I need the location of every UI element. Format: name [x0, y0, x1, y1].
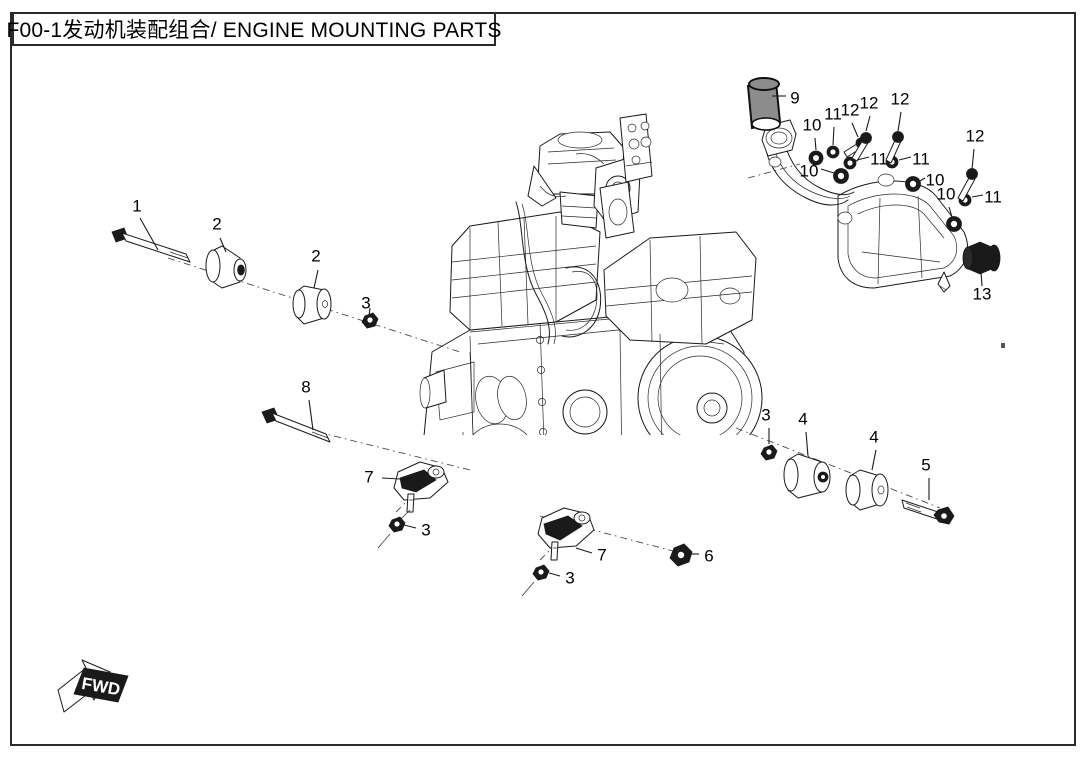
callout-number-6: 6	[704, 546, 713, 565]
callout-number-9: 9	[790, 88, 799, 107]
part-9-rubber-sleeve	[746, 77, 782, 131]
callout-number-13: 13	[973, 284, 992, 303]
callout-number-11: 11	[984, 187, 1002, 206]
callout-number-5: 5	[921, 455, 930, 474]
callout-number-11: 11	[912, 149, 930, 168]
callout-number-3: 3	[421, 520, 430, 539]
callout-number-8: 8	[301, 377, 310, 396]
part-12d-hex-flange-bolt-short	[957, 168, 978, 202]
callout-number-10: 10	[803, 115, 822, 134]
fwd-direction-marker: FWD	[57, 659, 129, 713]
part-6-flange-lock-nut	[669, 543, 693, 567]
part-11b-flange-nut	[843, 156, 857, 170]
callout-number-3: 3	[565, 568, 574, 587]
callout-number-12: 12	[860, 93, 879, 112]
callout-number-11: 11	[870, 149, 888, 168]
callout-number-12: 12	[891, 89, 910, 108]
part-12b-hex-flange-bolt-short	[851, 132, 872, 162]
callout-number-1: 1	[132, 196, 141, 215]
fastener-group-airbox	[746, 77, 1005, 348]
fastener-group-left	[111, 227, 379, 329]
part-10d-rubber-damper-washer	[946, 216, 962, 232]
callout-number-12: 12	[841, 100, 860, 119]
stray-mark	[1001, 343, 1005, 348]
callout-number-10: 10	[800, 161, 819, 180]
part-2a-rubber-mount-bushing	[205, 245, 247, 289]
fastener-group-right	[760, 444, 955, 525]
part-10c-rubber-damper-washer	[905, 176, 921, 192]
title-box: F00-1发动机装配组合/ ENGINE MOUNTING PARTS	[6, 12, 501, 46]
part-7a-engine-mount-bracket	[393, 461, 449, 513]
callout-leader-lines	[139, 95, 984, 577]
part-4a-rubber-mount-bushing	[783, 453, 831, 499]
callout-number-4: 4	[869, 427, 878, 446]
part-8-long-through-bolt	[261, 407, 331, 443]
part-12c-hex-flange-bolt-short	[885, 131, 904, 164]
callout-number-3: 3	[761, 405, 770, 424]
fastener-group-lower-left	[261, 407, 693, 597]
callout-number-7: 7	[364, 467, 373, 486]
part-3d-flange-lock-nut	[760, 444, 778, 461]
callout-number-3: 3	[361, 293, 370, 312]
callout-number-2: 2	[212, 214, 221, 233]
part-3c-flange-lock-nut	[532, 564, 550, 581]
page-title: F00-1发动机装配组合/ ENGINE MOUNTING PARTS	[6, 19, 502, 42]
callout-number-2: 2	[311, 246, 320, 265]
part-1-long-flange-bolt	[111, 227, 191, 263]
callout-number-12: 12	[966, 126, 985, 145]
part-2b-rubber-mount-bushing	[292, 285, 332, 325]
callout-number-11: 11	[824, 104, 842, 123]
callout-number-10: 10	[926, 170, 945, 189]
part-3b-flange-lock-nut	[388, 516, 406, 533]
page-border	[10, 12, 1076, 746]
part-7b-engine-mount-bracket	[537, 507, 595, 561]
part-11a-flange-nut	[826, 145, 840, 159]
part-4b-rubber-mount-bushing	[845, 469, 889, 511]
part-10b-rubber-damper-washer	[833, 168, 849, 184]
engine-assembly	[419, 113, 763, 435]
callout-number-4: 4	[798, 409, 807, 428]
part-5-hex-flange-bolt	[901, 499, 955, 525]
callout-number-10: 10	[937, 184, 956, 203]
part-10a-rubber-damper-washer	[808, 150, 824, 166]
part-13-ribbed-rubber-plug	[962, 241, 1001, 275]
part-3a-flange-lock-nut	[361, 312, 379, 329]
callout-number-7: 7	[597, 545, 606, 564]
